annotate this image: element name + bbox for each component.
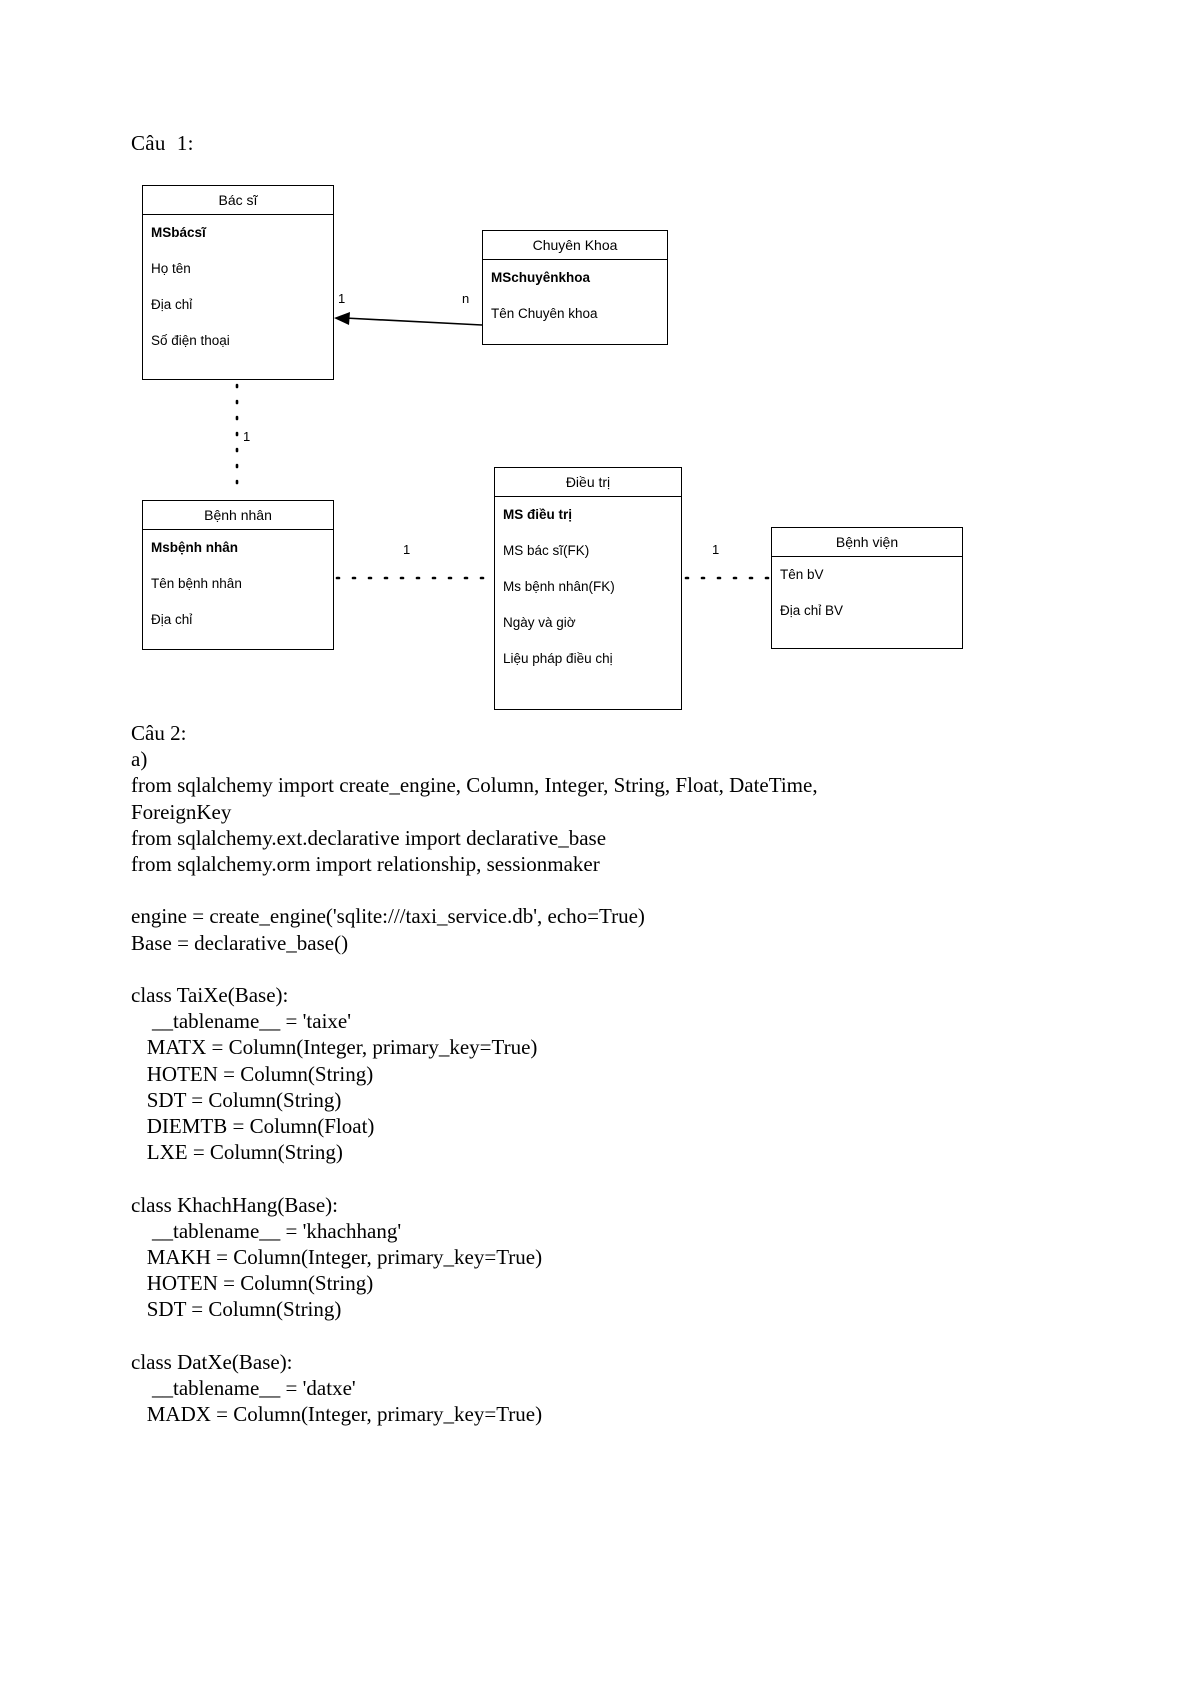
- attribute-row: Địa chỉ: [151, 612, 193, 627]
- body-text-line: SDT = Column(String): [131, 1087, 342, 1112]
- entity-benhvien: Bệnh viện Tên bV Địa chỉ BV: [771, 527, 963, 649]
- entity-benhnhan: Bệnh nhân Msbệnh nhân Tên bệnh nhân Địa …: [142, 500, 334, 650]
- cardinality-label-bacsi-benhnhan: 1: [243, 429, 251, 444]
- attribute-row: Tên Chuyên khoa: [491, 306, 598, 321]
- entity-dieutri-title: Điều trị: [495, 468, 681, 497]
- attribute-row: Tên bệnh nhân: [151, 576, 242, 591]
- attribute-row: Tên bV: [780, 567, 824, 582]
- entity-chuyenkhoa: Chuyên Khoa MSchuyênkhoa Tên Chuyên khoa: [482, 230, 668, 345]
- cau1-heading: Câu 1:: [131, 131, 194, 155]
- entity-benhvien-attributes: Tên bV Địa chỉ BV: [772, 557, 962, 629]
- body-text-line: from sqlalchemy.orm import relationship,…: [131, 852, 600, 877]
- attribute-row: MSbácsĩ: [151, 225, 206, 240]
- entity-dieutri-attributes: MS điều trị MS bác sĩ(FK) Ms bệnh nhân(F…: [495, 497, 681, 677]
- attribute-row: MS bác sĩ(FK): [503, 543, 590, 558]
- body-text-line: MATX = Column(Integer, primary_key=True): [131, 1035, 538, 1060]
- body-text-line: SDT = Column(String): [131, 1297, 342, 1322]
- entity-bacsi-title: Bác sĩ: [143, 186, 333, 215]
- cardinality-label-benhnhan-dieutri: 1: [403, 542, 411, 557]
- body-text-line: [131, 1323, 1131, 1349]
- body-text-line: [131, 1165, 1131, 1191]
- body-text-line: HOTEN = Column(String): [131, 1061, 374, 1086]
- entity-bacsi-attributes: MSbácsĩ Họ tên Địa chỉ Số điện thoại: [143, 215, 333, 359]
- attribute-row: MS điều trị: [503, 507, 573, 522]
- body-text-line: __tablename__ = 'khachhang': [131, 1218, 402, 1243]
- body-text-block: Câu 2:a)from sqlalchemy import create_en…: [131, 720, 1131, 1427]
- body-text-line: __tablename__ = 'taixe': [131, 1009, 352, 1034]
- body-text-line: __tablename__ = 'datxe': [131, 1376, 356, 1401]
- entity-bacsi: Bác sĩ MSbácsĩ Họ tên Địa chỉ Số điện th…: [142, 185, 334, 380]
- body-text-line: DIEMTB = Column(Float): [131, 1114, 375, 1139]
- body-text-line: from sqlalchemy.ext.declarative import d…: [131, 825, 607, 850]
- entity-benhnhan-title: Bệnh nhân: [143, 501, 333, 530]
- body-text-line: HOTEN = Column(String): [131, 1271, 374, 1296]
- body-text-line: engine = create_engine('sqlite:///taxi_s…: [131, 904, 645, 929]
- entity-dieutri: Điều trị MS điều trị MS bác sĩ(FK) Ms bệ…: [494, 467, 682, 710]
- attribute-row: Ngày và giờ: [503, 615, 576, 630]
- body-text-line: from sqlalchemy import create_engine, Co…: [131, 773, 818, 798]
- er-diagram: Bác sĩ MSbácsĩ Họ tên Địa chỉ Số điện th…: [0, 175, 1200, 715]
- attribute-row: Liệu pháp điều chị: [503, 651, 613, 666]
- entity-chuyenkhoa-attributes: MSchuyênkhoa Tên Chuyên khoa: [483, 260, 667, 332]
- attribute-row: MSchuyênkhoa: [491, 270, 591, 285]
- body-text-line: [131, 877, 1131, 903]
- body-text-line: MADX = Column(Integer, primary_key=True): [131, 1402, 543, 1427]
- entity-benhvien-title: Bệnh viện: [772, 528, 962, 557]
- attribute-row: Địa chỉ BV: [780, 603, 844, 618]
- body-text-line: LXE = Column(String): [131, 1140, 343, 1165]
- body-text-line: ForeignKey: [131, 799, 232, 824]
- attribute-row: Ms bệnh nhân(FK): [503, 579, 615, 594]
- body-text-line: [131, 956, 1131, 982]
- cardinality-label-chuyenkhoa: n: [462, 291, 470, 306]
- body-text-line: Base = declarative_base(): [131, 930, 349, 955]
- entity-benhnhan-attributes: Msbệnh nhân Tên bệnh nhân Địa chỉ: [143, 530, 333, 638]
- body-text-line: MAKH = Column(Integer, primary_key=True): [131, 1245, 543, 1270]
- body-text-line: class DatXe(Base):: [131, 1349, 293, 1374]
- cardinality-label-dieutri-benhvien: 1: [712, 542, 720, 557]
- attribute-row: Họ tên: [151, 261, 191, 276]
- attribute-row: Số điện thoại: [151, 333, 230, 348]
- body-text-line: class KhachHang(Base):: [131, 1192, 339, 1217]
- attribute-row: Địa chỉ: [151, 297, 193, 312]
- body-text-line: Câu 2:: [131, 721, 187, 745]
- body-text-line: a): [131, 747, 148, 772]
- cardinality-label-bacsi: 1: [338, 291, 346, 306]
- body-text-line: class TaiXe(Base):: [131, 983, 289, 1007]
- entity-chuyenkhoa-title: Chuyên Khoa: [483, 231, 667, 260]
- attribute-row: Msbệnh nhân: [151, 540, 238, 555]
